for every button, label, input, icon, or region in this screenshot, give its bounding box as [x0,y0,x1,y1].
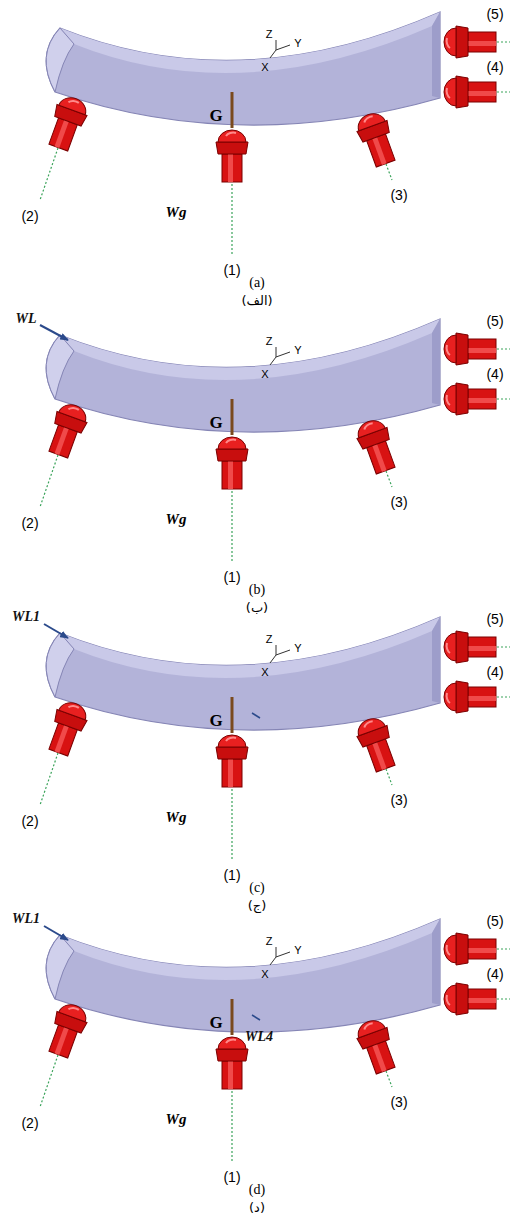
centroid-label: G [209,106,222,126]
axis-label: X [261,666,268,678]
panel-caption: (a) [249,275,265,291]
blade-panel [40,12,510,256]
callout-number: (2) [21,1115,38,1131]
callout-number: (5) [486,313,503,329]
blade-panel [40,617,510,861]
panel-caption: (b) [249,582,265,598]
load-mark [252,713,260,718]
callout-number: (2) [21,813,38,829]
panel-caption: (د) [249,1200,265,1214]
axis-label: X [261,368,268,380]
centroid-label: G [209,413,222,433]
axis-label: Z [266,28,273,40]
callout-number: (2) [21,208,38,224]
centroid-label: G [209,711,222,731]
load-arrow [40,325,68,340]
load-label: WL [16,311,37,327]
callout-number: (5) [486,6,503,22]
callout-number: (1) [223,1169,240,1185]
axis-label: Y [294,37,301,49]
load-mark [252,1015,260,1020]
callout-number: (5) [486,913,503,929]
load-arrow [44,926,68,940]
callout-number: (1) [223,867,240,883]
panel-caption: (ب) [246,600,268,615]
axis-label: Z [266,633,273,645]
callout-number: (3) [390,792,407,808]
axis-label: X [261,61,268,73]
callout-number: (4) [486,366,503,382]
load-label: WL1 [12,609,40,625]
weight-label: Wg [166,1111,187,1128]
load-arrow [44,624,68,638]
centroid-label: G [209,1013,222,1033]
panel-caption: (d) [249,1182,265,1198]
load-label: WL1 [12,911,40,927]
callout-number: (4) [486,966,503,982]
axis-label: Z [266,335,273,347]
callout-number: (1) [223,569,240,585]
axis-label: X [261,968,268,980]
callout-number: (3) [390,187,407,203]
callout-number: (4) [486,664,503,680]
blade-panel [40,919,510,1163]
weight-label: Wg [166,204,187,221]
axis-label: Y [294,344,301,356]
panel-caption: (الف) [241,293,272,308]
callout-number: (3) [390,1094,407,1110]
weight-label: Wg [166,511,187,528]
panel-caption: (ج) [248,898,267,913]
axis-label: Y [294,944,301,956]
weight-label: Wg [166,809,187,826]
load-label: WL4 [245,1029,273,1045]
callout-number: (1) [223,262,240,278]
axis-label: Y [294,642,301,654]
callout-number: (5) [486,611,503,627]
axis-label: Z [266,935,273,947]
callout-number: (3) [390,494,407,510]
callout-number: (4) [486,59,503,75]
blade-panel [40,319,510,563]
panel-caption: (c) [249,880,265,896]
callout-number: (2) [21,515,38,531]
